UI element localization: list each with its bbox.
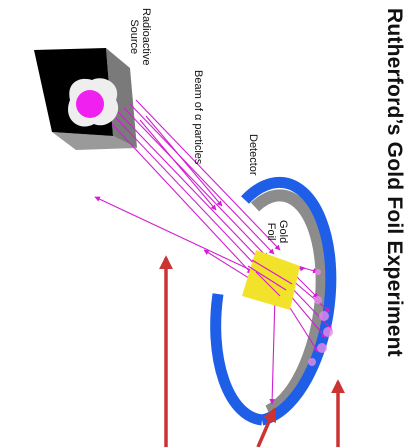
detector-lower-arc [210,293,263,426]
radioactive-source-label: Radioactive Source [128,8,152,66]
detector-label: Detector [247,134,259,176]
source-core [76,90,104,118]
detector-hits [308,269,333,366]
gold-foil-label: Gold Foil [265,220,289,244]
beam-label: Beam of α particles [192,70,204,165]
detector-ring [210,176,337,426]
detector-inner-band [250,189,328,417]
page-title: Rutherford’s Gold Foil Experiment [383,8,406,357]
alpha-beam [111,99,281,275]
detector-outer-band [241,176,337,426]
box-bottom-face [52,132,137,150]
pointer-arrows [159,255,345,447]
pointer-arrow-detector-bottom [256,407,276,447]
